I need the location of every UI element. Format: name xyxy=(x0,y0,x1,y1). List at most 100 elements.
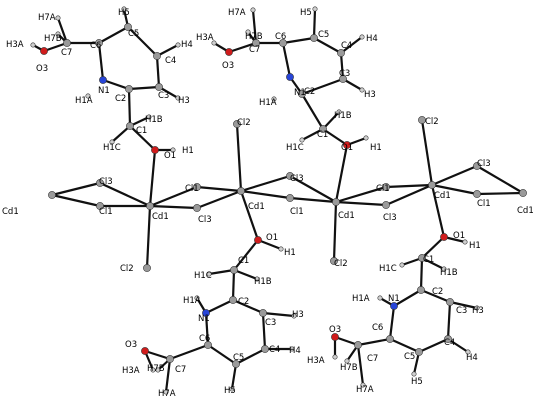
atom-label: H3A xyxy=(196,33,214,43)
atom-label: H1A xyxy=(183,296,201,306)
bond xyxy=(384,183,434,207)
hydrogen-atom xyxy=(289,346,295,352)
carbon-atom xyxy=(63,39,71,47)
atom-label: H1B xyxy=(440,268,458,278)
carbon-atom xyxy=(298,90,306,98)
carbon-atom xyxy=(126,122,134,130)
bond xyxy=(231,298,265,315)
carbon-atom xyxy=(417,286,425,294)
hydrogen-atom xyxy=(109,139,115,145)
atom-label: Cd1 xyxy=(248,202,265,212)
bond xyxy=(207,268,236,276)
oxygen-atom xyxy=(343,141,351,149)
carbon-atom xyxy=(146,202,154,210)
bond xyxy=(97,25,130,45)
bond xyxy=(312,36,343,55)
hydrogen-atom xyxy=(206,271,212,277)
atom-label: Cl2 xyxy=(237,118,251,128)
atom-label: O3 xyxy=(222,61,234,71)
atom-label: C4 xyxy=(341,41,352,51)
carbon-atom xyxy=(193,204,201,212)
bond xyxy=(430,164,479,187)
carbon-atom xyxy=(330,257,338,265)
bond xyxy=(204,298,235,315)
bond xyxy=(56,16,69,45)
atom-label: C4 xyxy=(269,345,280,355)
carbon-atom xyxy=(386,335,394,343)
atom-label: N1 xyxy=(198,314,210,324)
atom-label: O1 xyxy=(164,151,176,161)
carbon-atom xyxy=(418,254,426,262)
bond xyxy=(168,343,210,361)
hydrogen-atom xyxy=(462,239,468,245)
atom-label: H1B xyxy=(145,115,163,125)
carbon-atom xyxy=(428,181,436,189)
atom-label: H4 xyxy=(289,346,301,356)
bond xyxy=(430,183,479,196)
hydrogen-atom xyxy=(363,135,369,141)
atom-label: H5 xyxy=(411,377,423,387)
atom-label: C3 xyxy=(339,69,350,79)
atom-label: Cd1 xyxy=(2,207,19,217)
atom-label: H3A xyxy=(6,40,24,50)
bond xyxy=(392,288,423,308)
carbon-atom xyxy=(332,198,340,206)
hydrogen-atom xyxy=(465,349,471,355)
bond xyxy=(356,337,392,347)
atom-label: H3A xyxy=(122,366,140,376)
carbon-atom xyxy=(229,296,237,304)
carbon-atom xyxy=(193,183,201,191)
nitrogen-atom xyxy=(99,76,107,84)
hydrogen-atom xyxy=(55,15,61,21)
bond xyxy=(206,343,238,366)
carbon-atom xyxy=(339,75,347,83)
atom-label: Cd1 xyxy=(338,211,355,221)
bond xyxy=(239,189,260,242)
atom-label: H7B xyxy=(44,34,62,44)
carbon-atom xyxy=(473,162,481,170)
bond xyxy=(251,8,258,45)
carbon-atom xyxy=(48,191,56,199)
hydrogen-atom xyxy=(360,382,366,388)
atom-label: C5 xyxy=(404,352,415,362)
carbon-atom xyxy=(204,341,212,349)
bond xyxy=(417,337,450,354)
carbon-atom xyxy=(415,348,423,356)
atom-label: H1A xyxy=(259,98,277,108)
bond xyxy=(195,189,243,210)
atom-label: Cd1 xyxy=(517,206,534,216)
atom-label: H1 xyxy=(370,143,382,153)
carbon-atom xyxy=(237,187,245,195)
carbon-atom xyxy=(286,194,294,202)
atom-label: Cl2 xyxy=(334,259,348,269)
bond xyxy=(384,183,434,189)
carbon-atom xyxy=(310,34,318,42)
carbon-atom xyxy=(259,309,267,317)
atom-label: Cl3 xyxy=(198,215,212,225)
atom-label: O3 xyxy=(125,340,137,350)
atom-label: N1 xyxy=(98,86,110,96)
bond xyxy=(231,268,236,302)
carbon-atom xyxy=(418,116,426,124)
nitrogen-atom xyxy=(286,73,294,81)
oxygen-atom xyxy=(225,48,233,56)
carbon-atom xyxy=(96,202,104,210)
carbon-atom xyxy=(153,52,161,60)
bond xyxy=(475,164,525,195)
atom-label: H1B xyxy=(254,277,272,287)
bond xyxy=(256,238,283,251)
bond xyxy=(239,189,292,200)
carbon-atom xyxy=(382,201,390,209)
atom-label: H1C xyxy=(379,264,397,274)
atom-label: H7A xyxy=(228,8,246,18)
atom-label: C3 xyxy=(265,318,276,328)
atom-label: Cl3 xyxy=(383,213,397,223)
atom-label: Cd1 xyxy=(434,191,451,201)
hydrogen-atom xyxy=(250,7,256,13)
bond xyxy=(446,337,470,354)
bond xyxy=(143,349,172,361)
hydrogen-atom xyxy=(336,109,342,115)
atom-label: C1 xyxy=(238,256,249,266)
bond xyxy=(155,43,180,58)
hydrogen-atom xyxy=(359,34,365,40)
